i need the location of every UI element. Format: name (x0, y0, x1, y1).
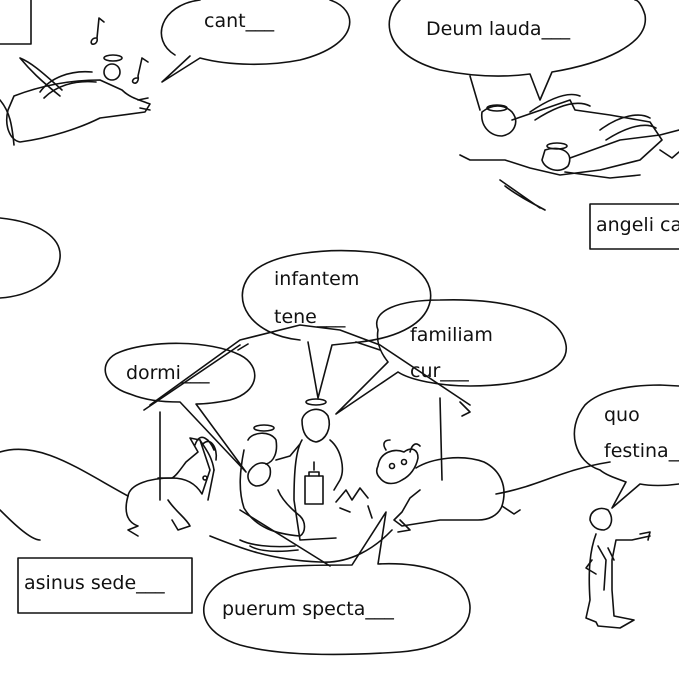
caption-angels: angeli can (596, 214, 679, 236)
praising-angels-drawing (459, 93, 679, 211)
bubble-text-dormi: dormi___ (126, 362, 210, 384)
hills (0, 448, 611, 541)
bubble-cant (160, 0, 351, 83)
joseph-drawing (275, 398, 344, 541)
bubble-puerum (202, 509, 471, 656)
bubble-text-infantem: infantem (274, 268, 360, 290)
bubble-left-partial (0, 217, 61, 299)
ox-drawing (375, 439, 521, 533)
bubble-text-puerum: puerum specta___ (222, 598, 394, 620)
traveler-drawing (585, 507, 651, 629)
donkey-drawing (125, 436, 218, 537)
bubble-dormi (104, 342, 256, 473)
singing-angel-drawing (0, 17, 151, 146)
bubble-infantem (241, 249, 432, 399)
bubble-text-familiam: familiam (410, 324, 493, 346)
corner-box (0, 0, 32, 45)
bubble-deum-lauda (388, 0, 646, 111)
caption-donkey: asinus sede___ (24, 572, 165, 594)
bubble-quo (573, 384, 679, 509)
bubble-text-quo: quo (604, 404, 640, 426)
bubble-text-cur: cur___ (410, 360, 469, 382)
bubble-text-festina: festina___ (604, 440, 679, 462)
bubble-familiam (335, 298, 567, 415)
bubble-text-cant: cant___ (204, 10, 275, 32)
bubble-text-tene: tene___ (274, 306, 346, 328)
bubble-text-deum-lauda: Deum lauda___ (426, 18, 571, 40)
